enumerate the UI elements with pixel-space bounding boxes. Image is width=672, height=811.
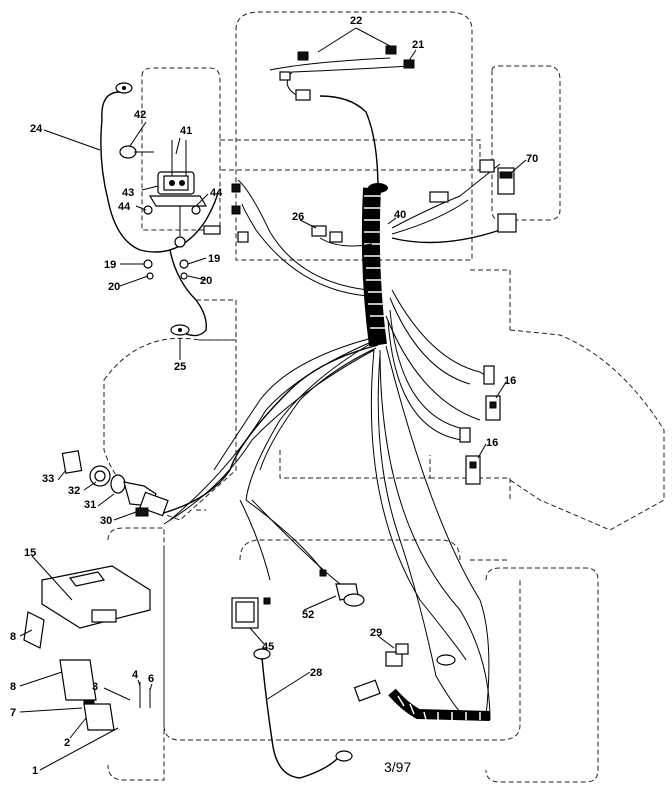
tractor-outline: [103, 11, 665, 783]
callout-45: 45: [262, 641, 274, 653]
part-29: [353, 643, 456, 702]
callout-28: 28: [310, 667, 322, 679]
solenoid-assembly: [119, 140, 208, 280]
ground-cable-28: [253, 648, 353, 779]
seat-switch-plugs: [203, 183, 343, 243]
callout-6: 6: [148, 673, 154, 685]
callout-52: 52: [302, 609, 314, 621]
ignition-switch-parts: [61, 450, 169, 517]
callout-40: 40: [394, 209, 406, 221]
wire-bundles: [159, 57, 515, 721]
rear-connectors: [429, 159, 517, 233]
callout-8-upper: 8: [10, 631, 16, 643]
lower-left-parts: [23, 565, 151, 731]
callout-43: 43: [122, 187, 134, 199]
headlight-connectors: [279, 45, 415, 101]
seat-area-parts: [231, 569, 365, 629]
callout-16-upper: 16: [504, 375, 516, 387]
callout-labels: 22 21 24 42 41 43 44 44 19 19 20 20 25 2…: [10, 15, 538, 777]
callout-7: 7: [10, 707, 16, 719]
callout-21: 21: [412, 39, 424, 51]
callout-16-lower: 16: [486, 437, 498, 449]
callout-41: 41: [180, 125, 192, 137]
callout-19-right: 19: [208, 253, 220, 265]
callout-15: 15: [24, 547, 36, 559]
callout-20-right: 20: [200, 275, 212, 287]
callout-42: 42: [134, 109, 146, 121]
callout-44-right: 44: [210, 187, 223, 199]
callout-33: 33: [42, 473, 54, 485]
callout-22: 22: [350, 15, 362, 27]
callout-19-left: 19: [104, 259, 116, 271]
leader-lines: [19, 27, 527, 771]
date-stamp: 3/97: [384, 759, 411, 775]
callout-25: 25: [174, 361, 186, 373]
callout-32: 32: [68, 485, 80, 497]
callout-1: 1: [32, 765, 38, 777]
callout-30: 30: [100, 515, 112, 527]
callout-2: 2: [64, 737, 70, 749]
callout-31: 31: [84, 499, 96, 511]
callout-44-left: 44: [118, 201, 131, 213]
bottom-coil: [388, 688, 491, 721]
callout-4: 4: [132, 669, 139, 681]
connectors-16: [459, 365, 501, 485]
callout-8-lower: 8: [10, 681, 16, 693]
callout-26: 26: [292, 211, 304, 223]
callout-20-left: 20: [108, 281, 120, 293]
battery-cable-25: [169, 249, 207, 337]
callout-29: 29: [370, 627, 382, 639]
callout-3: 3: [92, 681, 98, 693]
battery-cable-24: [100, 82, 219, 253]
callout-70: 70: [526, 153, 538, 165]
callout-24: 24: [30, 123, 43, 135]
